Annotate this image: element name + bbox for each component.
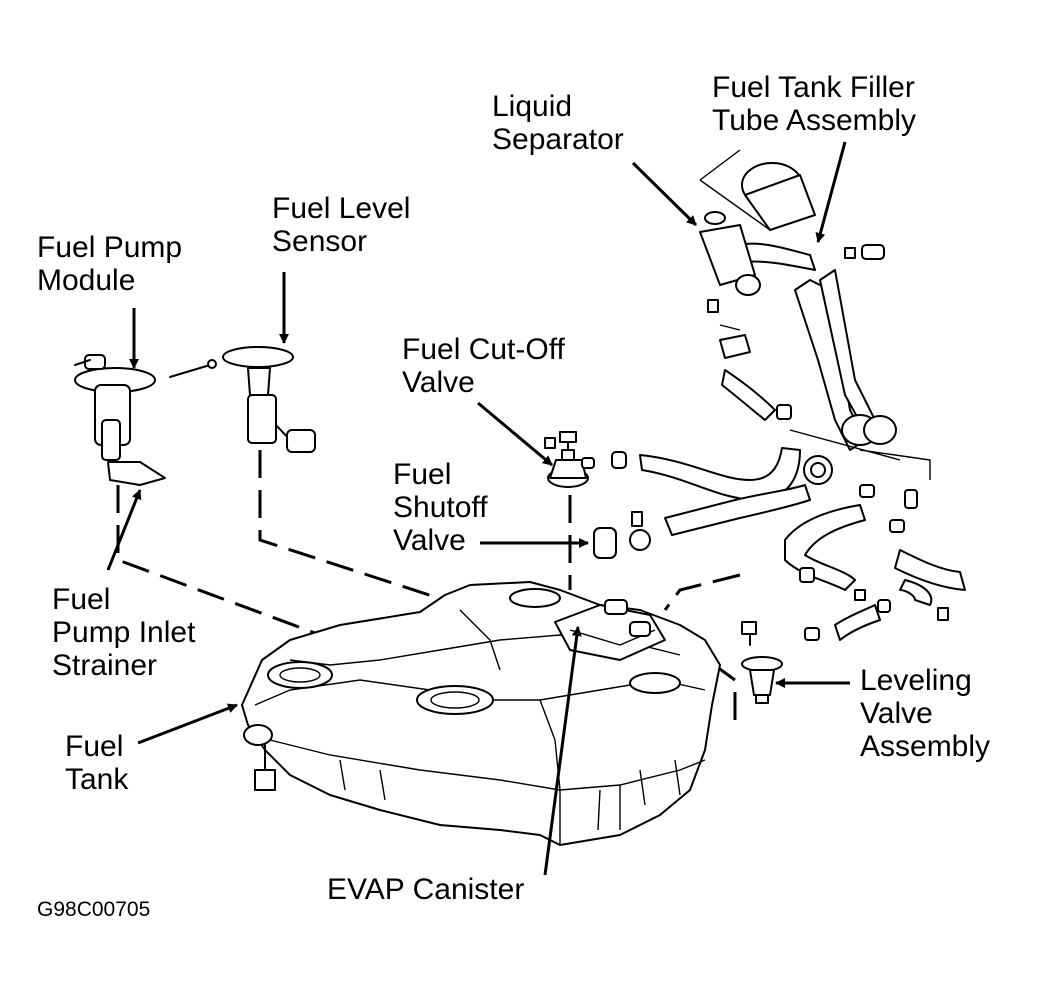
label-line: Fuel Cut-Off (402, 333, 565, 366)
fuel-tank-drawing (241, 581, 721, 846)
label-line: Leveling (860, 664, 972, 697)
label-line: Fuel (65, 730, 124, 763)
label-line: Separator (492, 123, 624, 156)
label-fuel-cutoff-valve: Fuel Cut-Off Valve (402, 333, 565, 399)
label-line: Valve (860, 697, 933, 730)
label-line: Sensor (272, 225, 368, 258)
label-line: Valve (393, 524, 466, 557)
label-fuel-pump-module: Fuel Pump Module (37, 231, 182, 297)
label-line: Fuel Level (272, 192, 411, 225)
fuel-level-sensor-drawing (169, 346, 316, 453)
label-line: Fuel Tank Filler (712, 71, 915, 104)
label-line: Tank (65, 763, 129, 796)
label-line: Strainer (52, 649, 158, 682)
fuel-pump-module-drawing (74, 354, 166, 486)
label-line: Tube Assembly (712, 104, 916, 137)
label-line: Assembly (860, 730, 991, 763)
label-filler-tube-assembly: Fuel Tank Filler Tube Assembly (712, 71, 916, 137)
label-line: Valve (402, 366, 475, 399)
leader-arrows (106, 141, 850, 876)
fuel-shutoff-valve-drawing (593, 511, 651, 559)
label-line: Module (37, 264, 136, 297)
label-line: Shutoff (393, 491, 488, 524)
hose-assembly-drawing (544, 149, 966, 641)
label-fuel-level-sensor: Fuel Level Sensor (272, 192, 410, 258)
label-line: Fuel (52, 583, 111, 616)
label-leveling-valve-assembly: Leveling Valve Assembly (860, 664, 990, 763)
leveling-valve-drawing (741, 621, 783, 704)
label-fuel-pump-inlet-strainer: Fuel Pump Inlet Strainer (52, 583, 195, 682)
label-fuel-tank: Fuel Tank (65, 730, 128, 796)
fuel-cutoff-valve-drawing (547, 431, 595, 488)
label-evap-canister: EVAP Canister (327, 873, 524, 906)
label-line: Liquid (492, 90, 573, 123)
label-line: Pump Inlet (52, 616, 196, 649)
label-fuel-shutoff-valve: Fuel Shutoff Valve (393, 458, 488, 557)
label-liquid-separator: Liquid Separator (492, 90, 624, 156)
label-line: Fuel Pump (37, 231, 183, 264)
figure-code: G98C00705 (37, 898, 151, 921)
label-line: EVAP Canister (327, 873, 525, 906)
label-line: Fuel (393, 458, 452, 491)
